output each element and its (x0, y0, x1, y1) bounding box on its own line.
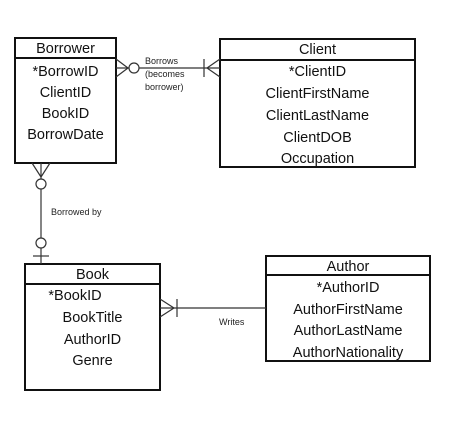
optional-circle-icon (35, 178, 47, 190)
crows-foot-icon (115, 67, 129, 78)
relationship-borrows: Borrows (becomes borrower) (115, 56, 221, 92)
relationship-writes: Writes (159, 298, 266, 327)
attribute: AuthorLastName (294, 323, 403, 339)
relationship-label: (becomes (145, 69, 185, 79)
entity-book: Book *BookID BookTitle AuthorID Genre (24, 263, 161, 391)
attribute: *BookID (48, 288, 101, 304)
relationship-label: borrower) (145, 82, 184, 92)
entity-borrower: Borrower *BorrowID ClientID BookID Borro… (14, 37, 117, 164)
attribute: Occupation (281, 151, 354, 167)
relationship-label: Writes (219, 317, 245, 327)
relationship-borrowed-by: Borrowed by (31, 162, 102, 264)
attribute: *ClientID (289, 64, 346, 80)
crows-foot-icon (159, 307, 175, 318)
crows-foot-icon (159, 298, 175, 309)
attribute: BookID (42, 106, 90, 122)
attribute: AuthorNationality (293, 345, 404, 361)
entity-title: Client (299, 42, 336, 58)
relationship-label: Borrows (145, 56, 179, 66)
attribute: BorrowDate (27, 127, 104, 143)
attribute: Genre (72, 353, 112, 369)
attribute: ClientLastName (266, 108, 369, 124)
attribute: *AuthorID (317, 280, 380, 296)
relationship-label: Borrowed by (51, 207, 102, 217)
attribute: BookTitle (63, 310, 123, 326)
attribute: ClientDOB (283, 130, 352, 146)
entity-box (219, 38, 416, 168)
crows-foot-icon (115, 58, 129, 69)
entity-title: Book (76, 267, 110, 283)
entity-box (265, 255, 431, 362)
attribute: ClientID (40, 85, 92, 101)
optional-circle-icon (128, 62, 140, 74)
optional-circle-icon (35, 237, 47, 249)
entity-author: Author *AuthorID AuthorFirstName AuthorL… (265, 255, 431, 362)
attribute: AuthorID (64, 332, 121, 348)
attribute: ClientFirstName (266, 86, 370, 102)
attribute: *BorrowID (32, 64, 98, 80)
entity-client: Client *ClientID ClientFirstName ClientL… (219, 38, 416, 168)
entity-title: Author (327, 259, 370, 275)
entity-title: Borrower (36, 41, 95, 57)
crows-foot-icon (206, 58, 221, 69)
attribute: AuthorFirstName (293, 302, 403, 318)
crows-foot-icon (31, 162, 42, 178)
crows-foot-icon (206, 67, 221, 78)
crows-foot-icon (40, 162, 51, 178)
